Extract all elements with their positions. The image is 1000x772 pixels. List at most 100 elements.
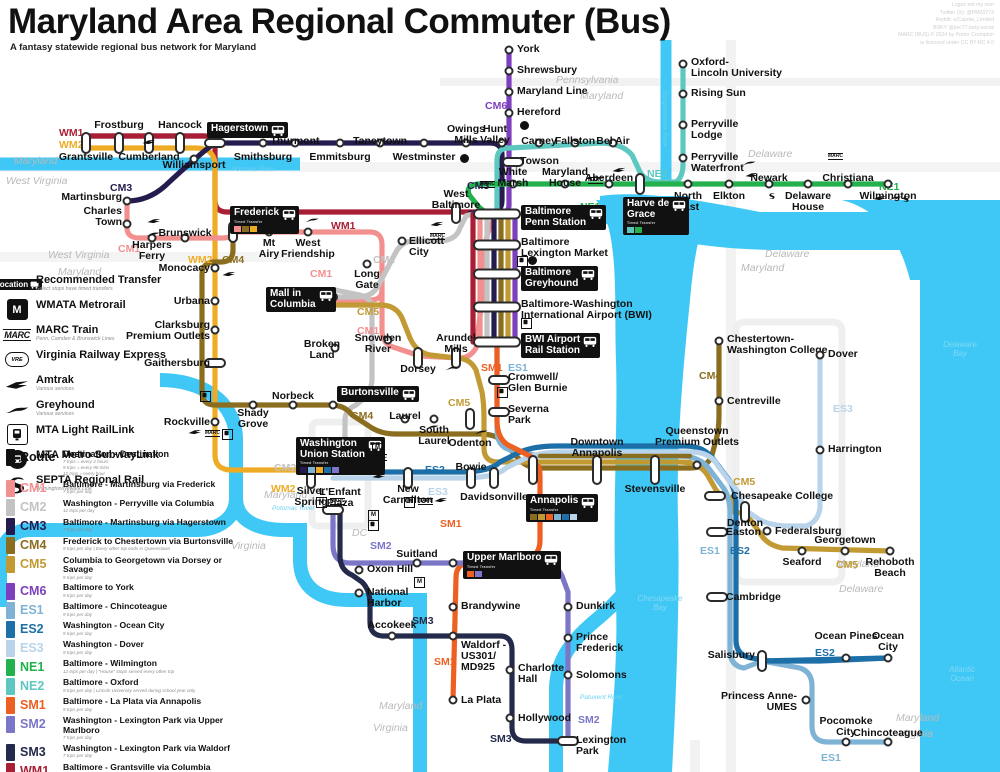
station-marker[interactable] (563, 602, 573, 612)
station-marker[interactable] (473, 239, 521, 251)
station-marker[interactable] (608, 138, 618, 148)
transfer-box[interactable]: Baltimore Greyhound (521, 266, 599, 291)
station-marker[interactable] (560, 179, 570, 189)
station-marker[interactable] (448, 631, 458, 641)
station-marker[interactable] (504, 45, 514, 55)
station-marker[interactable] (461, 138, 471, 148)
station-marker[interactable] (335, 138, 345, 148)
station-marker[interactable] (354, 588, 364, 598)
station-marker[interactable] (489, 467, 499, 489)
station-marker[interactable] (502, 157, 524, 167)
station-marker[interactable] (419, 138, 429, 148)
station-marker[interactable] (497, 138, 507, 148)
station-marker[interactable] (362, 259, 372, 269)
station-marker[interactable] (714, 396, 724, 406)
station-marker[interactable] (210, 325, 220, 335)
station-marker[interactable] (557, 736, 579, 746)
station-marker[interactable] (248, 400, 258, 410)
station-marker[interactable] (841, 737, 851, 747)
station-marker[interactable] (204, 358, 226, 368)
station-marker[interactable] (114, 132, 124, 154)
station-marker[interactable] (762, 526, 772, 536)
station-marker[interactable] (448, 602, 458, 612)
station-marker[interactable] (210, 263, 220, 273)
station-marker[interactable] (210, 417, 220, 427)
station-marker[interactable] (81, 132, 91, 154)
station-marker[interactable] (692, 460, 702, 470)
station-marker[interactable] (504, 66, 514, 76)
station-marker[interactable] (465, 408, 475, 430)
station-marker[interactable] (724, 179, 734, 189)
station-marker[interactable] (189, 154, 199, 164)
station-marker[interactable] (764, 179, 774, 189)
station-marker[interactable] (403, 467, 413, 489)
station-marker[interactable] (678, 59, 688, 69)
station-marker[interactable] (504, 108, 514, 118)
station-marker[interactable] (815, 350, 825, 360)
station-marker[interactable] (290, 138, 300, 148)
station-marker[interactable] (387, 631, 397, 641)
station-marker[interactable] (448, 695, 458, 705)
station-marker[interactable] (678, 153, 688, 163)
station-marker[interactable] (704, 491, 726, 501)
station-marker[interactable] (375, 138, 385, 148)
station-marker[interactable] (678, 120, 688, 130)
station-marker[interactable] (451, 202, 461, 224)
transfer-box[interactable]: Mall in Columbia (266, 287, 336, 312)
station-marker[interactable] (330, 343, 340, 353)
station-marker[interactable] (412, 558, 422, 568)
station-marker[interactable] (175, 132, 185, 154)
station-marker[interactable] (683, 179, 693, 189)
transfer-box[interactable]: BWI Airport Rail Station (521, 333, 601, 358)
station-marker[interactable] (883, 653, 893, 663)
station-marker[interactable] (883, 179, 893, 189)
station-marker[interactable] (258, 138, 268, 148)
station-marker[interactable] (678, 89, 688, 99)
station-marker[interactable] (815, 445, 825, 455)
station-marker[interactable] (400, 414, 410, 424)
station-marker[interactable] (328, 400, 338, 410)
station-marker[interactable] (383, 335, 393, 345)
transfer-box[interactable]: Burtonsville (337, 386, 419, 402)
station-marker[interactable] (885, 546, 895, 556)
station-marker[interactable] (883, 737, 893, 747)
station-marker[interactable] (592, 455, 602, 485)
station-marker[interactable] (413, 347, 423, 369)
transfer-box[interactable]: Hagerstown (207, 122, 289, 138)
station-marker[interactable] (180, 233, 190, 243)
station-marker[interactable] (604, 179, 614, 189)
station-marker[interactable] (204, 138, 226, 148)
station-marker[interactable] (448, 558, 458, 568)
station-marker[interactable] (122, 196, 132, 206)
station-marker[interactable] (803, 179, 813, 189)
station-marker[interactable] (505, 713, 515, 723)
station-marker[interactable] (210, 296, 220, 306)
transfer-box[interactable]: Baltimore Penn Station (521, 205, 607, 230)
station-marker[interactable] (397, 236, 407, 246)
station-marker[interactable] (508, 179, 518, 189)
station-marker[interactable] (473, 268, 521, 280)
station-marker[interactable] (706, 592, 728, 602)
station-marker[interactable] (563, 670, 573, 680)
station-marker[interactable] (843, 179, 853, 189)
station-marker[interactable] (303, 227, 313, 237)
station-marker[interactable] (534, 138, 544, 148)
station-marker[interactable] (714, 336, 724, 346)
station-marker[interactable] (570, 138, 580, 148)
